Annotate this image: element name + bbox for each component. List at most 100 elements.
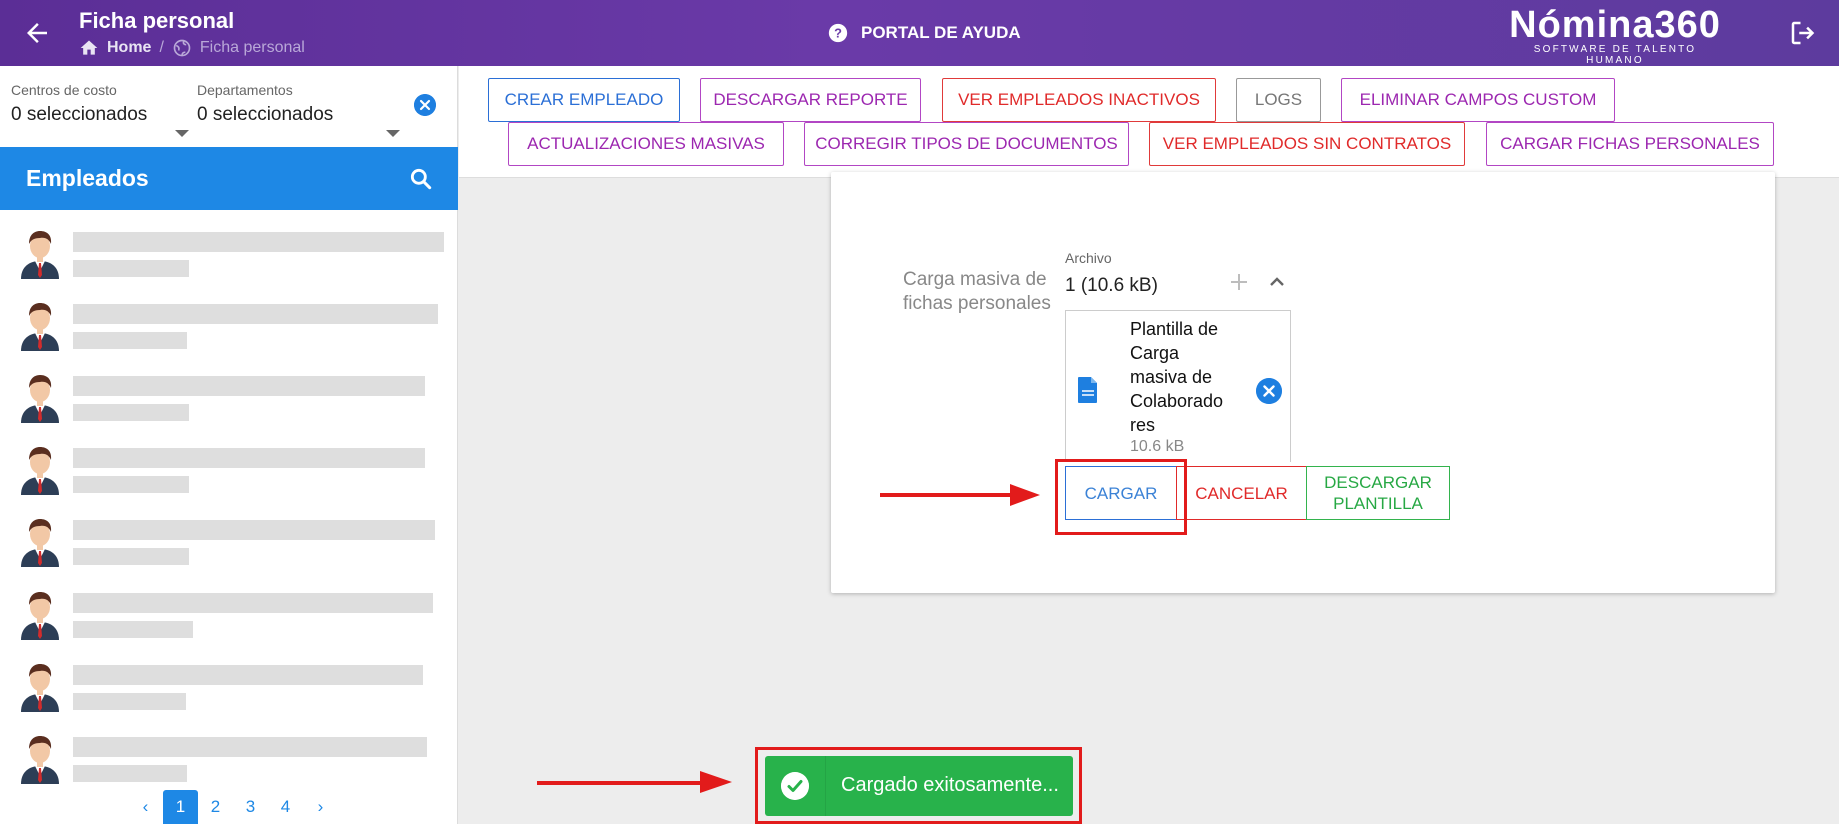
logo-name: Nómina360 [1509, 4, 1721, 46]
file-count: 1 (10.6 kB) [1065, 275, 1158, 296]
logo-tagline: SOFTWARE DE TALENTO HUMANO [1533, 44, 1697, 66]
list-item[interactable] [0, 655, 458, 727]
uploaded-file-item: Plantilla de Carga masiva de Colaborador… [1065, 310, 1291, 462]
breadcrumb-separator: / [159, 39, 164, 56]
skeleton-line [73, 548, 189, 565]
avatar-icon [21, 375, 59, 423]
skeleton-line [73, 232, 444, 252]
file-name: Plantilla de Carga masiva de Colaborador… [1130, 319, 1224, 435]
bulk-updates-button[interactable]: ACTUALIZACIONES MASIVAS [508, 122, 784, 166]
fix-document-types-button[interactable]: CORREGIR TIPOS DE DOCUMENTOS [804, 122, 1129, 166]
list-item[interactable] [0, 727, 458, 799]
annotation-arrow-icon [880, 484, 1040, 506]
home-icon [80, 40, 98, 55]
skeleton-line [73, 765, 187, 782]
bulk-upload-label: Carga masiva de fichas personales [903, 269, 1051, 314]
next-page-icon[interactable]: › [317, 797, 324, 816]
page-3[interactable]: 3 [245, 797, 256, 816]
list-item[interactable] [0, 583, 458, 655]
document-icon [1078, 377, 1097, 403]
cost-center-value: 0 seleccionados [11, 104, 148, 125]
page-1[interactable]: 1 [163, 790, 198, 824]
page-2[interactable]: 2 [210, 797, 221, 816]
remove-file-icon[interactable] [1256, 378, 1282, 404]
avatar-icon [21, 736, 59, 784]
help-icon: ? [828, 23, 848, 43]
back-arrow-icon[interactable] [22, 18, 52, 48]
pagination: ‹ 1 2 3 4 › [128, 790, 338, 824]
skeleton-line [73, 376, 425, 396]
avatar-icon [21, 447, 59, 495]
logout-icon[interactable] [1788, 18, 1818, 48]
file-field-label: Archivo [1065, 250, 1112, 266]
skeleton-line [73, 665, 423, 685]
skeleton-line [73, 476, 189, 493]
cost-center-label: Centros de costo [11, 82, 117, 98]
help-portal-label: PORTAL DE AYUDA [861, 23, 1021, 42]
svg-text:?: ? [834, 26, 842, 41]
avatar-icon [21, 231, 59, 279]
avatar-icon [21, 303, 59, 351]
check-circle-icon [781, 772, 809, 800]
cancel-button[interactable]: CANCELAR [1176, 466, 1307, 520]
delete-custom-fields-button[interactable]: ELIMINAR CAMPOS CUSTOM [1341, 78, 1615, 122]
help-portal-link[interactable]: ? PORTAL DE AYUDA [827, 22, 1021, 44]
action-toolbar: CREAR EMPLEADO DESCARGAR REPORTE VER EMP… [459, 66, 1839, 178]
avatar-icon [21, 519, 59, 567]
skeleton-line [73, 448, 425, 468]
bulk-upload-card: Carga masiva de fichas personales Archiv… [831, 172, 1775, 593]
top-app-bar: Ficha personal Home / Ficha personal ? P… [0, 0, 1839, 66]
department-label: Departamentos [197, 82, 293, 98]
skeleton-line [73, 621, 193, 638]
skeleton-line [73, 332, 187, 349]
breadcrumb-current: Ficha personal [199, 39, 305, 56]
logs-button[interactable]: LOGS [1236, 78, 1321, 122]
avatar-icon [21, 592, 59, 640]
skeleton-line [73, 404, 189, 421]
department-value: 0 seleccionados [197, 104, 334, 125]
chevron-up-icon[interactable] [1265, 270, 1289, 294]
chevron-down-icon [175, 130, 189, 137]
skeleton-line [73, 260, 189, 277]
annotation-highlight-box [1055, 459, 1187, 535]
upload-button[interactable]: CARGAR [1065, 466, 1177, 520]
chevron-down-icon [386, 130, 400, 137]
employees-panel: Centros de costo 0 seleccionados Departa… [0, 66, 458, 824]
globe-icon [173, 39, 191, 57]
view-without-contracts-button[interactable]: VER EMPLEADOS SIN CONTRATOS [1149, 122, 1465, 166]
department-filter[interactable]: Departamentos 0 seleccionados [197, 82, 407, 157]
list-item[interactable] [0, 222, 458, 294]
success-toast: Cargado exitosamente... [765, 756, 1073, 816]
upload-personal-files-button[interactable]: CARGAR FICHAS PERSONALES [1486, 122, 1774, 166]
list-item[interactable] [0, 510, 458, 582]
avatar-icon [21, 664, 59, 712]
annotation-arrow-icon [537, 771, 732, 793]
download-template-button[interactable]: DESCARGAR PLANTILLA [1306, 466, 1450, 520]
list-item[interactable] [0, 366, 458, 438]
skeleton-line [73, 693, 186, 710]
prev-page-icon[interactable]: ‹ [142, 797, 149, 816]
brand-logo: Nómina360 SOFTWARE DE TALENTO HUMANO [1505, 4, 1725, 66]
search-icon[interactable] [408, 166, 434, 192]
employees-header: Empleados [0, 147, 458, 210]
annotation-highlight-box [755, 747, 1082, 824]
cost-center-filter[interactable]: Centros de costo 0 seleccionados [11, 82, 189, 157]
toast-message: Cargado exitosamente... [841, 774, 1059, 796]
list-item[interactable] [0, 294, 458, 366]
skeleton-line [73, 520, 435, 540]
skeleton-line [73, 737, 427, 757]
skeleton-line [73, 304, 438, 324]
add-file-icon[interactable] [1227, 270, 1251, 294]
create-employee-button[interactable]: CREAR EMPLEADO [488, 78, 680, 122]
file-size: 10.6 kB [1130, 438, 1185, 455]
view-inactive-button[interactable]: VER EMPLEADOS INACTIVOS [942, 78, 1216, 122]
clear-filters-icon[interactable] [414, 94, 436, 116]
breadcrumb-home[interactable]: Home [107, 39, 152, 56]
page-4[interactable]: 4 [280, 797, 291, 816]
skeleton-line [73, 593, 433, 613]
list-item[interactable] [0, 438, 458, 510]
employees-title: Empleados [26, 165, 149, 191]
download-report-button[interactable]: DESCARGAR REPORTE [700, 78, 921, 122]
page-title: Ficha personal [79, 8, 235, 33]
breadcrumb: Home / Ficha personal [79, 38, 305, 58]
